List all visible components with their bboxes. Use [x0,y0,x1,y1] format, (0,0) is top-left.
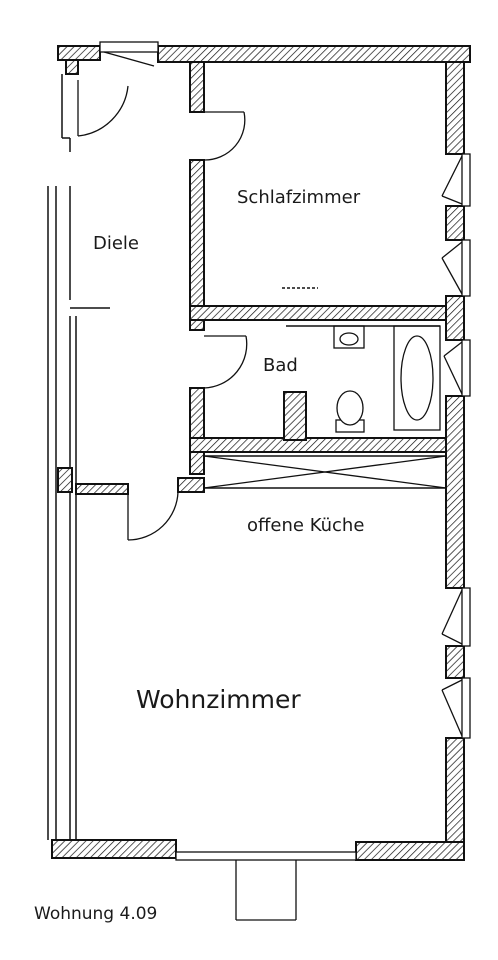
window-top [99,41,159,67]
door-entry [77,80,129,137]
window-right-5 [441,677,471,739]
toilet [335,390,365,433]
plan-caption: Wohnung 4.09 [34,904,157,924]
room-label-bad: Bad [263,355,298,376]
wall-diele-wohn-2 [177,477,205,493]
sink [333,325,365,349]
wall-schlaf-bad [189,305,447,321]
wall-right-4 [445,395,465,589]
wall-diele-wohn [75,483,129,495]
window-right-1 [441,153,471,207]
room-label-kueche: offene Küche [247,515,364,536]
kitchen-counter [203,455,447,489]
window-right-4 [441,587,471,647]
wall-top-stub [65,59,79,75]
wall-left [47,74,77,840]
window-right-2 [441,239,471,297]
room-label-wohnzimmer: Wohnzimmer [136,685,301,714]
shaft [283,391,307,441]
window-right-3 [443,339,471,397]
wall-right-3 [445,295,465,341]
wall-top [157,45,471,63]
door-schlafzimmer [203,111,246,161]
window-bottom [175,851,357,921]
wall-right-1 [445,61,465,155]
wall-diele-schlaf-1 [189,61,205,113]
door-bad [203,335,248,389]
room-label-diele: Diele [93,233,139,254]
bathtub [393,325,441,431]
wall-left-stub [57,467,73,493]
door-wohnzimmer [127,491,179,541]
wall-diele-schlaf-2 [189,159,205,331]
wall-bad-left-1 [189,387,205,475]
wall-right-5 [445,645,465,679]
wall-bad-bottom [189,437,447,453]
wall-top-left [57,45,101,61]
wall-right-2 [445,205,465,241]
wall-bottom-left [51,839,177,859]
room-label-schlafzimmer: Schlafzimmer [237,187,361,208]
wall-bottom-right [355,841,465,861]
